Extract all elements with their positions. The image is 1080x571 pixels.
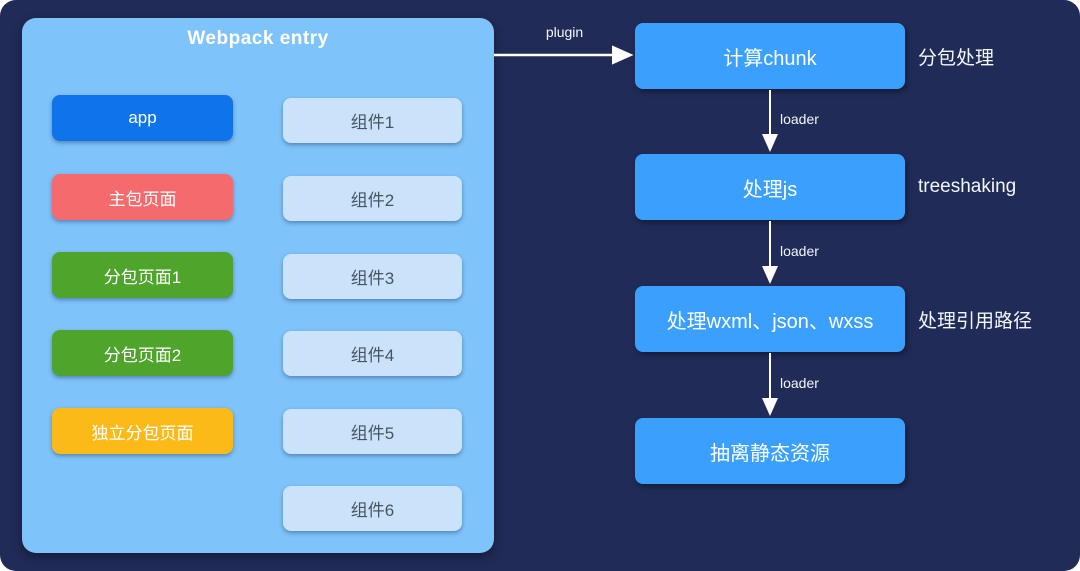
node-main-package-pages: 主包页面: [52, 174, 233, 220]
note-reference-path-handling: 处理引用路径: [918, 310, 1033, 332]
loader-arrow-label-1: loader: [780, 111, 819, 127]
loader-arrow-label-3: loader: [780, 375, 819, 391]
flow-step-process-js: 处理js: [635, 154, 905, 220]
node-component-6: 组件6: [283, 486, 462, 531]
flow-step-process-wxml-json-wxss: 处理wxml、json、wxss: [635, 286, 905, 352]
node-component-4: 组件4: [283, 331, 462, 376]
plugin-arrow-label: plugin: [545, 24, 584, 40]
node-component-2: 组件2: [283, 176, 462, 221]
node-component-5: 组件5: [283, 409, 462, 454]
node-independent-package-pages: 独立分包页面: [52, 408, 233, 454]
node-component-3: 组件3: [283, 254, 462, 299]
node-subpackage-pages-1: 分包页面1: [52, 252, 233, 298]
node-app: app: [52, 95, 233, 141]
webpack-entry-panel: Webpack entry app 主包页面 分包页面1 分包页面2 独立分包页…: [22, 18, 494, 553]
node-subpackage-pages-2: 分包页面2: [52, 330, 233, 376]
note-treeshaking: treeshaking: [918, 176, 1017, 197]
loader-arrow-label-2: loader: [780, 243, 819, 259]
note-subpackage-handling: 分包处理: [918, 47, 995, 69]
node-component-1: 组件1: [283, 98, 462, 143]
panel-title: Webpack entry: [187, 28, 329, 49]
flow-step-compute-chunk: 计算chunk: [635, 23, 905, 89]
flow-step-extract-static-assets: 抽离静态资源: [635, 418, 905, 484]
